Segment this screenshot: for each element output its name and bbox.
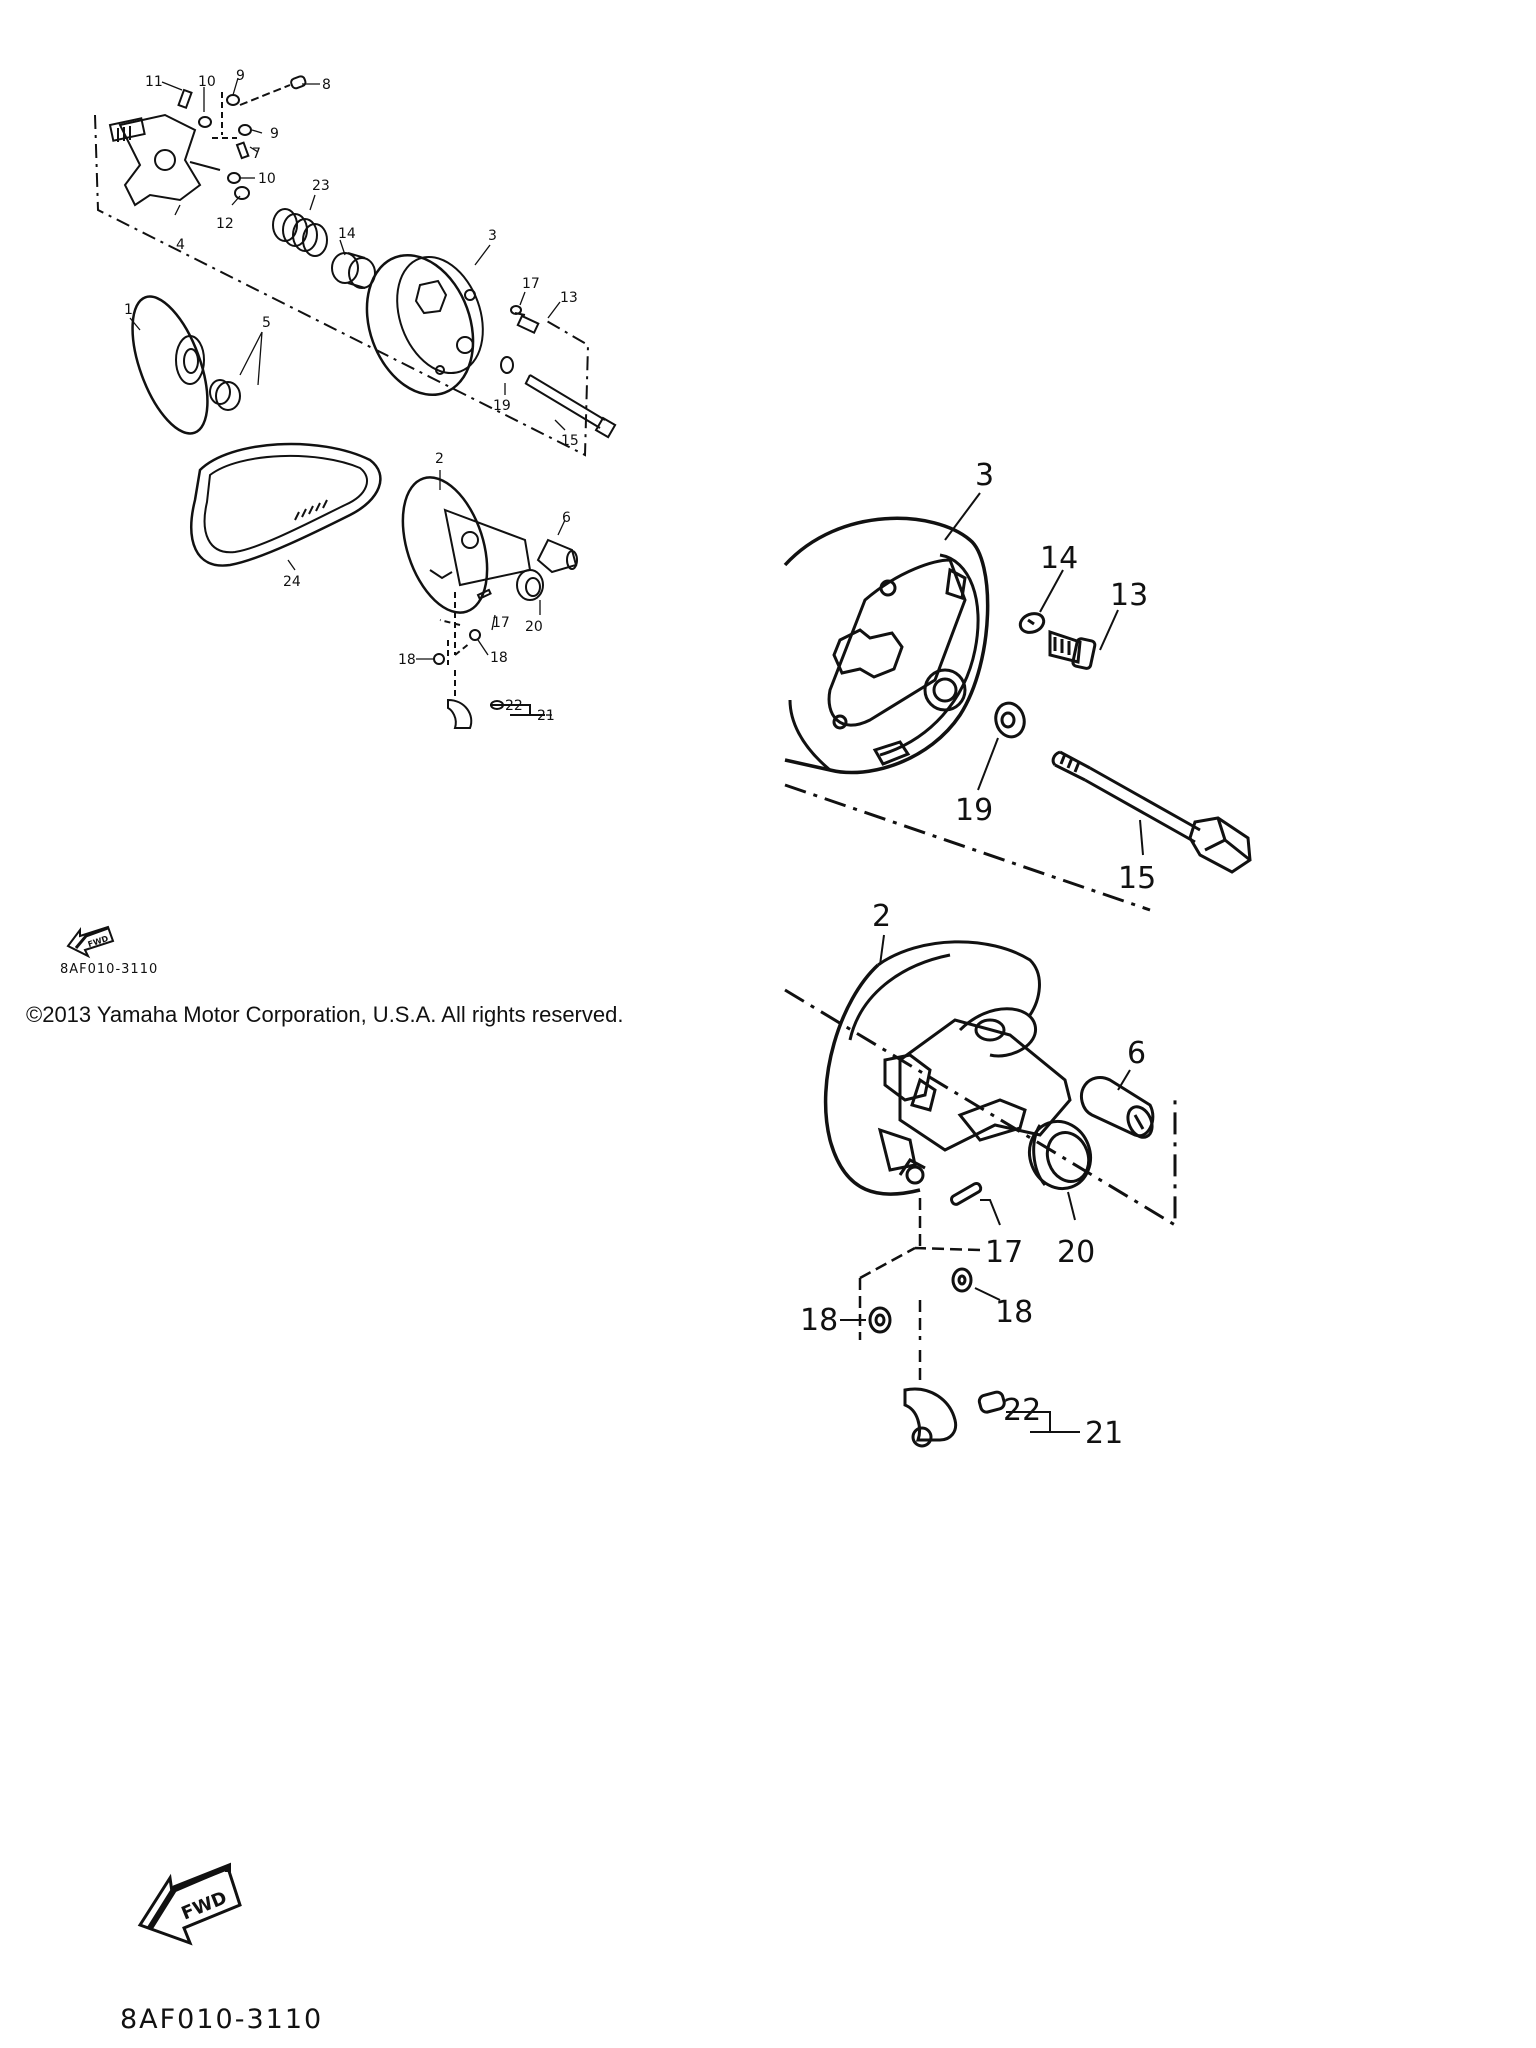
secondary-sheave-part-2 — [401, 476, 532, 614]
callout-24: 24 — [283, 574, 301, 590]
detail-callout-17: 17 — [985, 1235, 1023, 1270]
hardware-parts-7-to-12 — [177, 75, 307, 200]
detail-callout-6: 6 — [1127, 1036, 1146, 1071]
collar-part-16 — [331, 252, 376, 289]
detail-roller-part-18-left — [868, 1306, 892, 1334]
callout-12: 12 — [216, 216, 234, 232]
callout-18-right: 18 — [490, 650, 508, 666]
detail-pin-part-17 — [949, 1181, 983, 1206]
callout-21: 21 — [537, 708, 555, 724]
callout-6: 6 — [562, 510, 571, 526]
detail-callout-leaders — [840, 492, 1144, 1433]
callout-15: 15 — [561, 433, 579, 449]
callout-23: 23 — [312, 178, 330, 194]
callout-7: 7 — [252, 146, 261, 162]
detail-washer-part-14 — [1018, 612, 1046, 634]
callout-16: 14 — [338, 226, 356, 242]
detail-secondary-sheave-part-2 — [823, 940, 1072, 1196]
detail-callout-15: 15 — [1118, 861, 1156, 896]
callout-9-lower: 9 — [270, 126, 279, 142]
detail-cap-part-22 — [977, 1390, 1006, 1414]
detail-callout-3: 3 — [975, 458, 994, 493]
callout-18-left: 18 — [398, 652, 416, 668]
callout-3: 3 — [488, 228, 497, 244]
callout-1: 1 — [124, 302, 133, 318]
detail-callout-21: 21 — [1085, 1416, 1123, 1451]
detail-callout-labels: 3 14 13 19 15 2 6 17 20 18 18 22 21 — [800, 458, 1156, 1451]
cover-housing-part-3 — [365, 253, 484, 397]
callout-17: 17 — [492, 615, 510, 631]
bolt-part-15 — [524, 374, 617, 439]
detail-callout-18-left: 18 — [800, 1303, 838, 1338]
copyright-notice: ©2013 Yamaha Motor Corporation, U.S.A. A… — [26, 1002, 624, 1027]
detail-callout-2: 2 — [872, 899, 891, 934]
spacer-part-5 — [209, 379, 241, 411]
callout-2: 2 — [435, 451, 444, 467]
detail-screw-part-13 — [1048, 629, 1097, 670]
callout-19: 19 — [493, 398, 511, 414]
detail-callout-14: 14 — [1040, 541, 1078, 576]
callout-4: 4 — [176, 237, 185, 253]
fwd-arrow-small: FWD — [66, 925, 115, 959]
callout-13: 13 — [560, 290, 578, 306]
detail-callout-20: 20 — [1057, 1235, 1095, 1270]
screw-part-13 — [514, 312, 540, 334]
main-callout-leaders — [129, 77, 566, 716]
spring-part-23 — [272, 208, 328, 257]
callout-10-top: 10 — [198, 74, 216, 90]
assembly-frame-dashed — [94, 114, 590, 457]
bushing-part-20 — [516, 569, 544, 601]
weight-part-21 — [447, 698, 473, 729]
collar-part-6 — [536, 538, 578, 574]
callout-11: 11 — [145, 74, 163, 90]
callout-14: 17 — [522, 276, 540, 292]
detail-washer-part-19 — [994, 701, 1026, 739]
roller-part-18-b — [469, 629, 481, 641]
pin-part-17 — [476, 588, 492, 600]
detail-callout-18-right: 18 — [995, 1295, 1033, 1330]
callout-9-top: 9 — [236, 68, 245, 84]
roller-part-18-a — [433, 653, 445, 665]
detail-callout-22: 22 — [1003, 1393, 1041, 1428]
fwd-arrow-large: FWD — [137, 1862, 242, 1946]
main-callout-labels: 11 10 9 8 9 7 10 12 4 23 14 3 17 13 1 5 … — [124, 68, 579, 724]
detail-callout-19: 19 — [955, 793, 993, 828]
main-exploded-view — [94, 75, 617, 729]
sliding-sheave-part-1 — [131, 295, 209, 435]
detail-roller-part-18-right — [951, 1267, 973, 1293]
washer-part-14 — [510, 305, 522, 315]
detail-weight-part-21 — [903, 1387, 958, 1448]
detail-bolt-part-15 — [1051, 750, 1252, 874]
callout-10-lower: 10 — [258, 171, 276, 187]
callout-20: 20 — [525, 619, 543, 635]
detail-callout-13: 13 — [1110, 578, 1148, 613]
diagram-code-small: 8AF010-3110 — [60, 962, 159, 977]
detail-collar-part-6 — [1080, 1076, 1155, 1139]
callout-8: 8 — [322, 77, 331, 93]
detail-cover-housing-part-3 — [783, 516, 990, 775]
diagram-code-large: 8AF010-3110 — [120, 2004, 324, 2035]
detail-exploded-view — [783, 516, 1252, 1448]
detail-bushing-part-20 — [1028, 1119, 1092, 1191]
spider-hub-part-4 — [108, 113, 221, 207]
callout-5: 5 — [262, 315, 271, 331]
washer-part-19 — [500, 356, 514, 374]
callout-22: 22 — [505, 698, 523, 714]
drive-belt-part-24 — [190, 442, 382, 567]
